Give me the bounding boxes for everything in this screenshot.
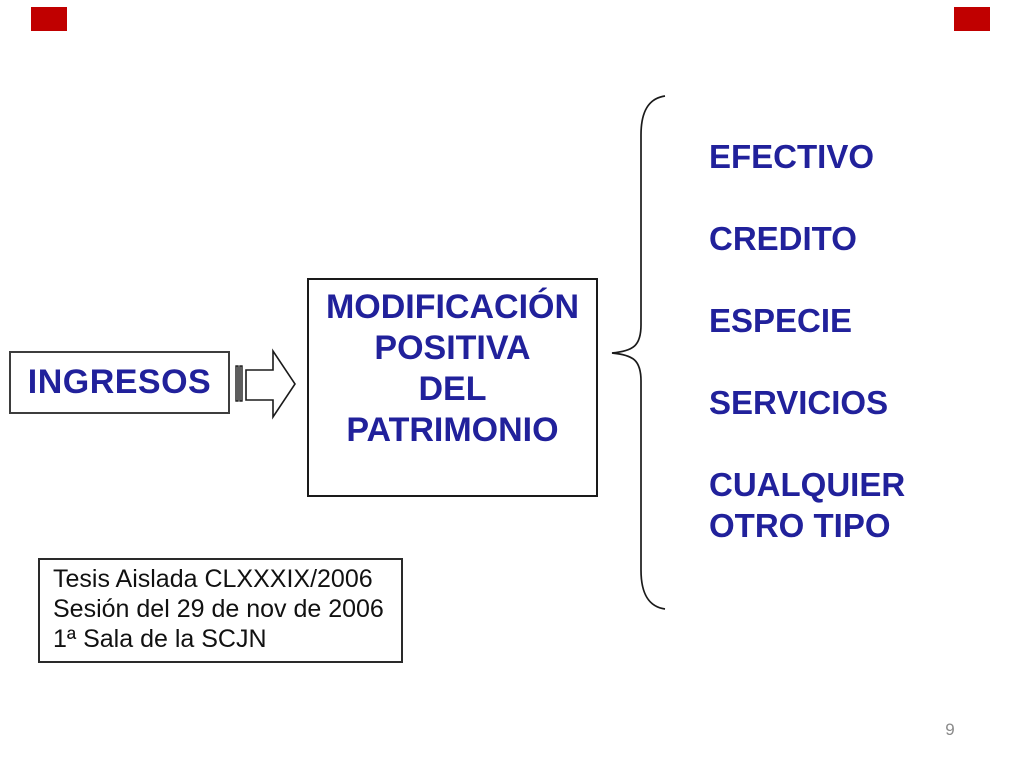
modificacion-box: MODIFICACIÓN POSITIVA DEL PATRIMONIO xyxy=(307,278,598,497)
red-corner-mark-left xyxy=(31,7,67,31)
list-item: SERVICIOS xyxy=(709,384,889,421)
citation-line-3: 1ª Sala de la SCJN xyxy=(53,625,267,653)
center-box-line-4: PATRIMONIO xyxy=(346,411,559,449)
ingresos-box: INGRESOS xyxy=(9,351,230,414)
striped-right-arrow-icon xyxy=(235,348,296,420)
list-item: CREDITO xyxy=(709,220,857,257)
ingresos-label: INGRESOS xyxy=(27,363,212,401)
red-corner-mark-right xyxy=(954,7,990,31)
list-item: CUALQUIER OTRO TIPO xyxy=(709,466,906,544)
list-item: ESPECIE xyxy=(709,302,853,339)
citation-line-2: Sesión del 29 de nov de 2006 xyxy=(53,595,384,623)
left-curly-brace-icon xyxy=(611,95,666,610)
center-box-line-3: DEL xyxy=(418,370,487,408)
citation-line-1: Tesis Aislada CLXXXIX/2006 xyxy=(53,565,373,593)
center-box-line-1: MODIFICACIÓN xyxy=(325,288,580,326)
citation-box: Tesis Aislada CLXXXIX/2006 Sesión del 29… xyxy=(38,558,403,663)
center-box-line-2: POSITIVA xyxy=(374,329,531,367)
list-item: EFECTIVO xyxy=(709,138,875,175)
page-number: 9 xyxy=(945,720,955,739)
